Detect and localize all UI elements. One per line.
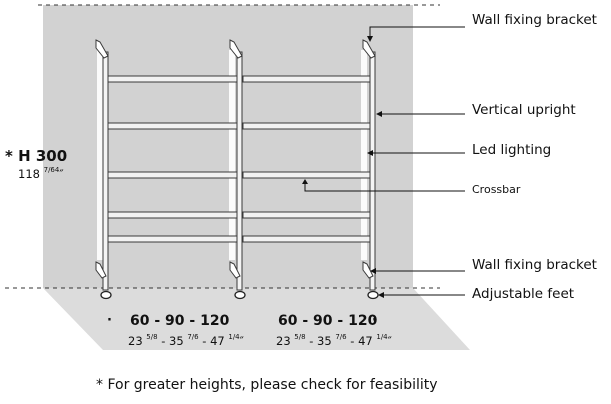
separator-dot: · — [107, 313, 112, 328]
crossbar — [106, 211, 238, 219]
wall-fixing-bracket — [95, 261, 107, 279]
wall-fixing-bracket — [229, 261, 241, 279]
inch-fraction: 1/4 — [228, 333, 240, 341]
label-vertical-upright: Vertical upright — [472, 102, 576, 118]
inch-value: 23 — [128, 334, 143, 348]
crossbar — [242, 75, 374, 83]
label-led-lighting: Led lighting — [472, 142, 552, 158]
inch-fraction: 5/8 — [294, 333, 306, 341]
inch-value: 35 — [169, 334, 184, 348]
led-lighting-strip — [97, 50, 103, 260]
height-inch-whole: 118 — [18, 167, 40, 181]
arrow-head — [302, 179, 308, 184]
arrow-head — [367, 36, 373, 42]
floor-area — [43, 288, 470, 350]
leader-lines — [302, 26, 465, 298]
led-lighting-strip — [361, 50, 367, 260]
arrow-head — [370, 268, 376, 274]
wall-fixing-bracket — [95, 39, 109, 59]
inch-fraction: 1/4 — [376, 333, 388, 341]
height-inch-fraction: 7/64 — [43, 166, 60, 174]
crossbar — [242, 171, 374, 179]
inch-value: 47 — [358, 334, 373, 348]
inch-fraction: 7/6 — [335, 333, 347, 341]
crossbar — [242, 235, 374, 243]
label-crossbar: Crossbar — [472, 183, 521, 196]
adjustable-feet — [100, 290, 379, 300]
crossbar — [106, 75, 238, 83]
crossbar — [106, 171, 238, 179]
adjustable-foot — [234, 290, 246, 300]
label-wall-fixing-bracket-bottom: Wall fixing bracket — [472, 257, 597, 273]
crossbar — [242, 122, 374, 130]
vertical-upright — [236, 51, 243, 291]
footnote: * For greater heights, please check for … — [96, 377, 438, 393]
wall-fixing-bracket — [362, 39, 376, 59]
arrow-head — [376, 111, 382, 117]
inch-mark: ″ — [387, 334, 392, 348]
width-dimension-right-inches: 23 5/8 - 35 7/6 - 47 1/4″ — [276, 333, 392, 348]
vertical-upright — [102, 51, 109, 291]
width-dimension-left: 60 - 90 - 120 — [130, 313, 230, 329]
crossbar — [106, 235, 238, 243]
leader-wall-fixing-top — [369, 26, 465, 38]
arrow-head — [378, 292, 384, 298]
inch-value: 35 — [317, 334, 332, 348]
wall-fixing-brackets-bottom — [95, 261, 374, 279]
arrow-head — [367, 150, 373, 156]
dash-separator: - — [157, 334, 170, 348]
vertical-upright — [369, 51, 376, 291]
leader-crossbar — [304, 182, 465, 192]
led-lighting-strip — [229, 50, 235, 260]
inch-fraction: 5/8 — [146, 333, 158, 341]
inch-value: 47 — [210, 334, 225, 348]
adjustable-foot — [100, 290, 112, 300]
dash-separator: - — [346, 334, 359, 348]
width-dimension-right: 60 - 90 - 120 — [278, 313, 378, 329]
adjustable-foot — [367, 290, 379, 300]
dash-separator: - — [198, 334, 211, 348]
crossbar — [106, 122, 238, 130]
wall-fixing-bracket — [362, 261, 374, 279]
label-wall-fixing-bracket-top: Wall fixing bracket — [472, 12, 597, 28]
separator-dot: · — [372, 313, 377, 328]
inch-mark: ″ — [239, 334, 244, 348]
height-dimension-inches: 118 7/64″ — [18, 166, 64, 181]
wall-fixing-bracket — [229, 39, 243, 59]
dash-separator: - — [305, 334, 318, 348]
width-dimension-left-inches: 23 5/8 - 35 7/6 - 47 1/4″ — [128, 333, 244, 348]
label-adjustable-feet: Adjustable feet — [472, 286, 575, 302]
inch-fraction: 7/6 — [187, 333, 199, 341]
height-dimension: * H 300 — [5, 147, 68, 165]
height-inch-mark: ″ — [59, 167, 64, 181]
wall-fixing-brackets-top — [95, 39, 376, 59]
crossbar — [242, 211, 374, 219]
inch-value: 23 — [276, 334, 291, 348]
